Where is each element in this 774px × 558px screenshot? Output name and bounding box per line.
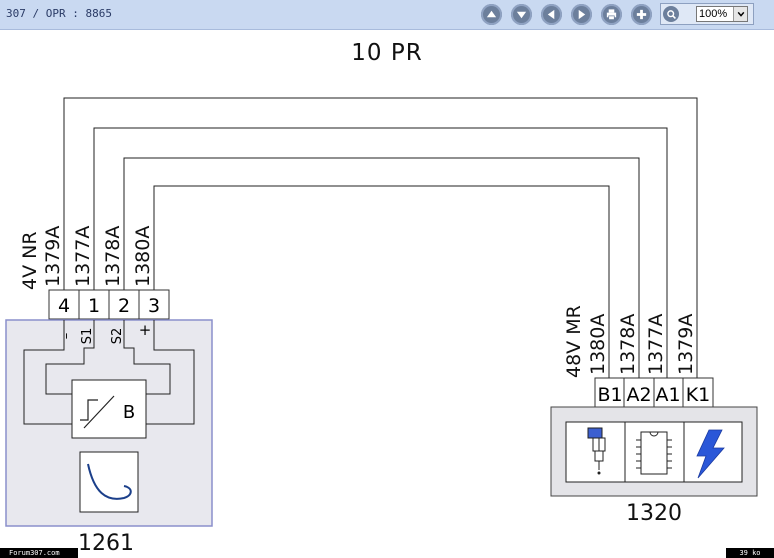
sensor-box bbox=[71, 379, 147, 439]
left-pin-2: 1 bbox=[88, 295, 100, 317]
left-wire-label-1: 1379A bbox=[42, 226, 64, 287]
footer-size: 39 ko bbox=[726, 548, 774, 558]
wire-1379a bbox=[63, 97, 698, 378]
left-pin-3: 2 bbox=[118, 295, 130, 317]
right-wire-prefix: 48V MR bbox=[563, 305, 585, 378]
right-wire-label-4: 1379A bbox=[675, 314, 697, 375]
next-icon bbox=[578, 9, 586, 20]
right-pin-1: B1 bbox=[597, 384, 622, 406]
wires bbox=[63, 97, 698, 378]
injector-icon bbox=[587, 427, 606, 475]
left-wire-label-2: 1377A bbox=[72, 226, 94, 287]
right-pin-3: A1 bbox=[655, 384, 680, 406]
left-wire-label-4: 1380A bbox=[132, 226, 154, 287]
footer-site: Forum307.com bbox=[0, 548, 78, 558]
page-down-button[interactable] bbox=[511, 4, 532, 25]
toolbar: 307 / OPR : 8865 100% bbox=[0, 0, 774, 30]
page-up-button[interactable] bbox=[481, 4, 502, 25]
zoom-control: 100% bbox=[660, 3, 754, 25]
curve-sensor-icon bbox=[87, 463, 132, 500]
left-wire-prefix: 4V NR bbox=[19, 231, 41, 290]
chip-icon bbox=[636, 431, 672, 475]
curve-box bbox=[79, 451, 139, 513]
left-pin-4: 3 bbox=[148, 295, 160, 317]
thermistor-icon bbox=[80, 395, 115, 429]
up-icon bbox=[486, 10, 497, 18]
down-icon bbox=[516, 11, 527, 19]
wire-1378a bbox=[123, 157, 640, 378]
print-button[interactable] bbox=[601, 4, 622, 25]
sensor-letter: B bbox=[123, 402, 135, 423]
right-wire-label-2: 1378A bbox=[617, 314, 639, 375]
breadcrumb: 307 / OPR : 8865 bbox=[6, 7, 112, 20]
component-id-left: 1261 bbox=[78, 531, 134, 556]
zoom-value: 100% bbox=[699, 8, 728, 20]
previous-button[interactable] bbox=[541, 4, 562, 25]
internal-label-s2: S2 bbox=[110, 328, 125, 345]
internal-label-s1: S1 bbox=[80, 328, 95, 345]
right-pin-2: A2 bbox=[626, 384, 651, 406]
right-wire-label-3: 1377A bbox=[645, 314, 667, 375]
chevron-down-icon[interactable] bbox=[733, 7, 747, 21]
left-pin-row: 4 1 2 3 bbox=[48, 289, 170, 320]
zoom-in-button[interactable] bbox=[631, 4, 652, 25]
print-icon bbox=[606, 9, 617, 20]
lightning-icon bbox=[696, 429, 725, 479]
right-pin-row: B1 A2 A1 K1 bbox=[594, 377, 714, 408]
diagram-title: 10 PR bbox=[351, 40, 423, 66]
left-pin-1: 4 bbox=[58, 295, 70, 317]
next-button[interactable] bbox=[571, 4, 592, 25]
internal-label-minus: – bbox=[59, 333, 74, 340]
wire-1380a bbox=[153, 185, 610, 378]
zoom-in-icon bbox=[636, 9, 647, 20]
previous-icon bbox=[547, 9, 555, 20]
component-1261: – S1 S2 + B bbox=[5, 319, 213, 527]
right-pin-4: K1 bbox=[686, 384, 711, 406]
component-id-right: 1320 bbox=[626, 501, 682, 526]
right-wire-label-1: 1380A bbox=[587, 314, 609, 375]
wire-1377a bbox=[93, 127, 668, 378]
magnifier-icon bbox=[666, 9, 676, 19]
left-wire-label-3: 1378A bbox=[102, 226, 124, 287]
internal-label-plus: + bbox=[139, 321, 152, 339]
component-1320 bbox=[550, 406, 758, 497]
zoom-select[interactable]: 100% bbox=[696, 6, 748, 22]
zoom-search-button[interactable] bbox=[663, 6, 679, 22]
